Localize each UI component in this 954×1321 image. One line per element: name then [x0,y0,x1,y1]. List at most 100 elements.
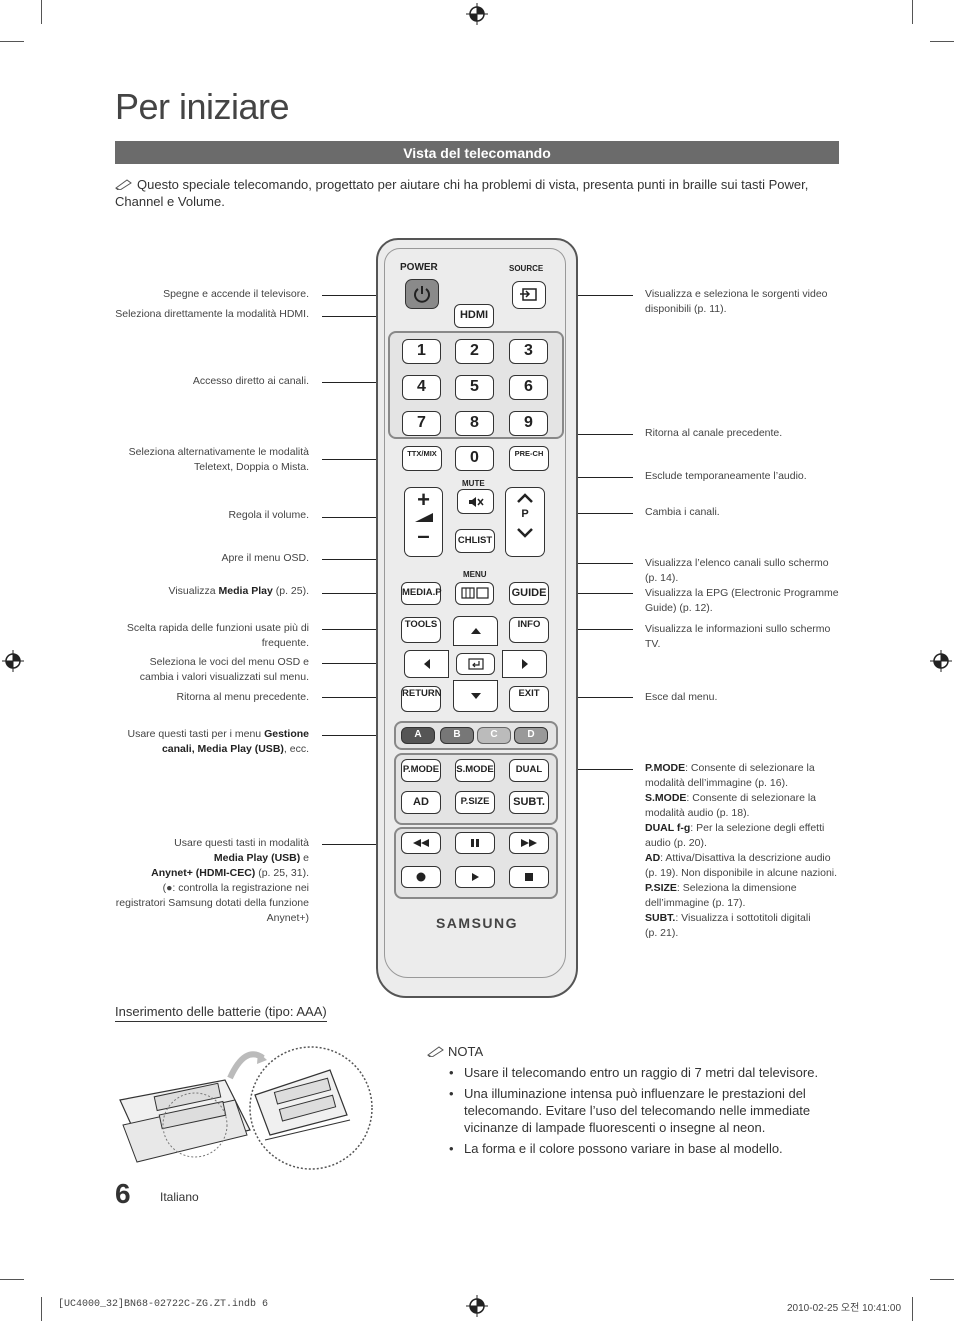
psize-desc1: : Seleziona la dimensione [676,882,797,894]
volume-level-icon [414,513,433,522]
ttx-mix-button[interactable]: TTX/MIX [402,446,442,471]
rewind-icon [413,839,429,847]
stop-icon [525,873,533,881]
hdmi-button[interactable]: HDMI [454,304,494,328]
crop-mark [41,1297,42,1321]
fast-forward-icon [521,839,537,847]
menu-button[interactable] [455,582,494,605]
crop-mark [912,1297,913,1321]
channel-rocker[interactable]: P [505,487,545,557]
label-tools: Scelta rapida delle funzioni usate più d… [115,621,309,651]
registration-mark-icon [466,1295,488,1317]
nav-up-button[interactable] [453,616,498,646]
leader-line [322,593,402,594]
power-icon [414,286,430,303]
batteries-heading: Inserimento delle batterie (tipo: AAA) [115,1003,327,1022]
crop-mark [912,0,913,24]
s-mode-button[interactable]: S.MODE [455,759,495,782]
nav-down-button[interactable] [453,680,498,712]
p-size-button[interactable]: P.SIZE [455,791,495,814]
digit-7-button[interactable]: 7 [402,411,441,436]
rewind-button[interactable] [401,832,441,854]
ad-button[interactable]: AD [401,791,441,814]
stop-button[interactable] [509,866,549,888]
smode-desc1: : Consente di selezionare la [686,792,817,804]
digit-3-button[interactable]: 3 [509,339,548,364]
color-button-c[interactable]: C [477,727,511,744]
label-media-bold3: Anynet+ (HDMI-CEC) [151,867,256,879]
mute-button[interactable] [457,489,494,514]
color-button-d[interactable]: D [514,727,548,744]
pause-button[interactable] [455,832,495,854]
enter-button[interactable] [456,653,495,675]
ad-desc1: : Attiva/Disattiva la descrizione audio [660,852,831,864]
dual-button[interactable]: DUAL [509,759,549,782]
record-button[interactable] [401,866,441,888]
digit-1-button[interactable]: 1 [402,339,441,364]
dual-desc1: : Per la selezione degli effetti [690,822,825,834]
nav-right-button[interactable] [502,650,547,678]
nota-label: NOTA [448,1044,484,1059]
digit-6-button[interactable]: 6 [509,375,548,400]
digit-9-button[interactable]: 9 [509,411,548,436]
label-source-line2: disponibili (p. 11). [645,303,727,315]
subt-desc1: : Visualizza i sottotitoli digitali [675,912,811,924]
digit-8-button[interactable]: 8 [455,411,494,436]
power-button[interactable] [405,279,439,309]
digit-2-button[interactable]: 2 [455,339,494,364]
exit-button[interactable]: EXIT [509,686,549,712]
label-mute: Esclude temporaneamente l’audio. [645,470,807,482]
play-icon [472,873,479,881]
tools-button[interactable]: TOOLS [401,617,441,643]
label-ttx: Seleziona alternativamente le modalità T… [115,445,309,475]
label-color: Usare questi tasti per i menu Gestione c… [115,727,310,757]
page-title: Per iniziare [115,86,290,127]
return-label: RETURN [402,688,442,699]
return-button[interactable]: RETURN [401,686,442,712]
label-mediap: Visualizza Media Play (p. 25). [115,584,309,599]
channel-up-icon [517,493,533,503]
leader-line [547,295,633,296]
volume-rocker[interactable]: + – [404,487,443,557]
page-language: Italiano [160,1190,199,1204]
ad-desc2: (p. 19). Non disponibile in alcune nazio… [645,867,838,879]
label-volume: Regola il volume. [228,509,309,521]
nota-header: NOTA [427,1043,483,1060]
nota-item: Usare il telecomando entro un raggio di … [449,1064,839,1081]
pmode-desc2: modalità dell’immagine (p. 16). [645,777,788,789]
label-color-bold2: canali, Media Play (USB) [161,743,284,755]
page-number: 6 [115,1178,131,1209]
leader-line [322,459,402,460]
color-button-a[interactable]: A [401,727,435,744]
arrow-up-icon [470,628,481,634]
section-bar: Vista del telecomando [115,141,839,164]
digit-0-button[interactable]: 0 [455,446,494,471]
info-button[interactable]: INFO [509,617,549,643]
label-tools-line1: Scelta rapida delle funzioni usate più d… [126,622,309,634]
fast-forward-button[interactable] [509,832,549,854]
label-chlist-line1: Visualizza l’elenco canali sullo schermo [645,557,829,569]
p-mode-button[interactable]: P.MODE [401,759,441,782]
source-icon [520,288,537,301]
info-label: INFO [517,619,541,630]
media-p-button[interactable]: MEDIA.P [401,582,442,605]
leader-line [322,517,404,518]
mute-label: MUTE [462,479,485,488]
leader-line [551,697,633,698]
subt-button[interactable]: SUBT. [509,791,549,814]
subt-term: SUBT. [645,912,676,924]
label-power: Spegne e accende il televisore. [163,288,309,300]
intro-text: Questo speciale telecomando, progettato … [115,177,809,209]
label-arrows-line2: cambia i valori visualizzati sul menu. [139,671,309,683]
play-button[interactable] [455,866,495,888]
digit-5-button[interactable]: 5 [455,375,494,400]
guide-button[interactable]: GUIDE [509,582,549,605]
label-arrows-line1: Seleziona le voci del menu OSD e [149,656,309,668]
nav-left-button[interactable] [404,650,449,678]
digit-4-button[interactable]: 4 [402,375,441,400]
volume-up-icon: + [417,487,430,512]
pre-ch-button[interactable]: PRE-CH [509,446,549,471]
source-button[interactable] [512,281,546,309]
chlist-button[interactable]: CHLIST [455,529,495,553]
color-button-b[interactable]: B [440,727,474,744]
